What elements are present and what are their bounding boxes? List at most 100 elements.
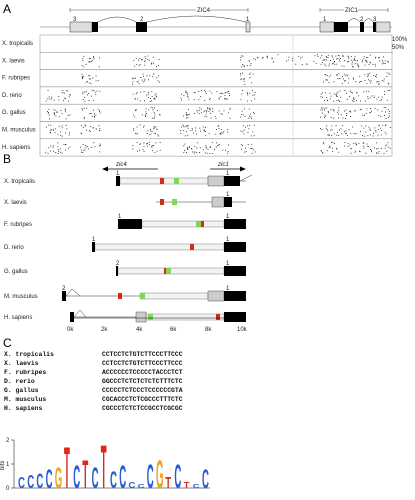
conservation-dot [151, 145, 153, 147]
zic4-exon [118, 219, 142, 229]
exon-mark: 1 [226, 237, 230, 243]
conservation-dot [347, 55, 349, 57]
exon-number-a-3: 1 [323, 17, 327, 23]
conservation-dot [212, 108, 213, 110]
species-label-b: F. rubripes [4, 222, 32, 228]
zic1-utr [207, 175, 225, 187]
conservation-dot [91, 115, 93, 117]
conservation-dot [184, 126, 186, 128]
conservation-dot [356, 63, 358, 65]
conservation-dot [82, 76, 84, 78]
conservation-dot [240, 59, 241, 61]
conservation-dot [89, 130, 90, 132]
conservation-dot [251, 100, 252, 102]
conservation-dot [243, 108, 245, 110]
exon-mark: 1 [226, 192, 230, 198]
conservation-dot [249, 115, 251, 117]
conservation-dot [152, 62, 154, 64]
conservation-dot [271, 58, 273, 60]
conservation-dot [202, 126, 204, 128]
conservation-dot [153, 128, 155, 130]
conservation-dot [266, 56, 268, 58]
conservation-dot [180, 126, 182, 128]
conservation-dot [351, 91, 352, 93]
logo-letter: G [156, 454, 163, 498]
conservation-dot [93, 56, 94, 58]
conservation-dot [326, 150, 328, 152]
conservation-dot [343, 55, 344, 57]
exon-number-a-5: 3 [373, 17, 377, 23]
conservation-dot [352, 92, 353, 94]
conservation-dot [384, 93, 385, 95]
conservation-dot [95, 75, 97, 77]
conservation-dot [347, 82, 349, 84]
conservation-dot [53, 113, 55, 114]
conservation-dot [333, 117, 335, 119]
conservation-dot [197, 111, 199, 113]
conservation-dot [220, 113, 222, 115]
conservation-dot [224, 98, 225, 99]
conservation-dot [204, 116, 206, 118]
conservation-dot [60, 151, 61, 153]
conservation-dot [344, 110, 345, 112]
conservation-dot [63, 97, 65, 99]
conservation-dot [325, 92, 326, 94]
conservation-dot [94, 146, 96, 148]
conservation-dot [146, 143, 148, 145]
conservation-dot [385, 124, 387, 126]
zic4-exon [116, 266, 118, 276]
conservation-dot [205, 113, 207, 115]
conservation-dot [331, 55, 333, 57]
conservation-dot [156, 66, 157, 68]
conservation-dot [144, 114, 146, 116]
conservation-dot [58, 99, 60, 101]
conservation-dot [69, 146, 71, 148]
conservation-dot [350, 56, 352, 58]
conservation-dot [144, 80, 145, 82]
conservation-dot [138, 83, 140, 85]
conservation-dot [153, 127, 155, 129]
conservation-dot [389, 115, 390, 117]
conservation-dot [82, 144, 84, 145]
conservation-dot [324, 117, 325, 118]
conservation-dot [88, 61, 90, 63]
conservation-dot [325, 127, 327, 129]
conservation-dot [225, 149, 226, 151]
conservation-dot [193, 99, 195, 100]
conservation-dot [383, 63, 385, 64]
conservation-dot [355, 60, 357, 62]
conservation-dot [221, 132, 223, 134]
conservation-dot [157, 134, 159, 136]
zic1-exon3-utr [375, 21, 391, 33]
conservation-dot [338, 59, 340, 61]
conservation-dot [57, 153, 59, 154]
conservation-dot [99, 130, 101, 132]
conservation-dot [223, 131, 225, 132]
conservation-dot [321, 107, 322, 109]
conservation-dot [205, 91, 206, 93]
conservation-dot [346, 115, 347, 116]
conservation-dot [320, 96, 322, 98]
conservation-dot [193, 152, 195, 154]
conservation-dot [156, 77, 158, 79]
conservation-dot [99, 128, 101, 130]
conservation-dot [339, 101, 341, 102]
conservation-dot [192, 129, 193, 131]
conservation-dot [329, 92, 331, 94]
conservation-dot [185, 113, 187, 115]
conservation-dot [352, 126, 354, 128]
conservation-dot [153, 145, 155, 146]
conservation-dot [349, 96, 351, 97]
conservation-dot [243, 79, 245, 80]
conservation-dot [84, 148, 86, 150]
conservation-dot [370, 129, 371, 131]
conservation-dot [99, 143, 101, 145]
conservation-dot [361, 125, 363, 127]
conservation-dot [388, 72, 390, 74]
conservation-dot [249, 92, 251, 94]
conservation-dot [220, 129, 222, 130]
conservation-dot [210, 117, 212, 119]
conservation-dot [248, 117, 250, 119]
